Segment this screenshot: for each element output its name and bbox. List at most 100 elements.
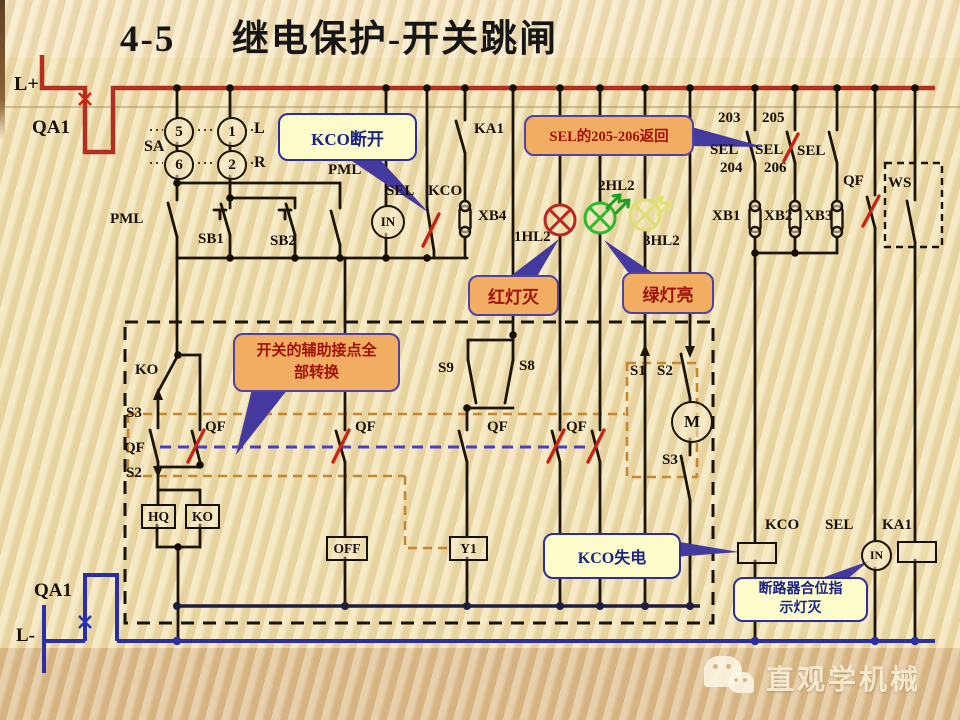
breaker-lamp-tail xyxy=(816,561,869,580)
sa-terminal-2: 2 xyxy=(217,150,247,180)
xb2-label: XB2 xyxy=(764,208,793,224)
callout-red-lamp-off: 红灯灭 xyxy=(468,275,559,316)
sel-205-206-slash xyxy=(782,132,800,163)
s1-label: S1 xyxy=(630,363,646,379)
xb4-fuse xyxy=(458,199,472,239)
s2-arrow-down xyxy=(153,466,163,478)
hl1-label: 1HL2 xyxy=(514,229,551,245)
xb4-label: XB4 xyxy=(478,208,507,224)
rail-dots xyxy=(173,602,694,610)
sa-left-label: L xyxy=(254,120,265,137)
ws-dashed-box xyxy=(883,161,944,249)
background-top-band xyxy=(0,0,960,58)
kco-deenergized-tail xyxy=(674,541,739,557)
sb2-label: SB2 xyxy=(270,233,296,249)
callout-sel-return: SEL的205-206返回 xyxy=(524,115,694,156)
background-bottom-band xyxy=(0,648,960,720)
xb3-fuse xyxy=(830,199,844,239)
xb2-fuse xyxy=(788,199,802,239)
t205-label: 205 xyxy=(762,110,785,126)
sel-bottom-label: SEL xyxy=(825,517,854,533)
watermark: 直观学机械 xyxy=(698,650,958,710)
callout-aux-contacts: 开关的辅助接点全部转换 xyxy=(233,333,400,392)
qf-left-label: QF xyxy=(124,440,145,456)
kco-open-tail xyxy=(340,153,429,213)
sel-return-tail xyxy=(688,126,764,147)
qf1-label: QF xyxy=(205,419,226,435)
title-text: 继电保护-开关跳闸 xyxy=(231,19,559,60)
kco-bottom-label: KCO xyxy=(765,517,800,533)
motor-circle: M xyxy=(671,401,713,443)
qa1-bottom-label: QA1 xyxy=(34,580,72,601)
junction-dots xyxy=(173,84,919,551)
wechat-bubble-small xyxy=(728,672,754,693)
pml-mid-label: PML xyxy=(328,162,362,178)
qf-slash-2 xyxy=(331,428,351,464)
callout-green-lamp-on: 绿灯亮 xyxy=(622,272,714,314)
sb1-label: SB1 xyxy=(198,231,224,247)
y1-box: Y1 xyxy=(449,536,488,561)
sa-terminal-1: 1 xyxy=(217,117,247,147)
qa1-top-label: QA1 xyxy=(32,117,70,138)
qf3-label: QF xyxy=(487,419,508,435)
pml-left-label: PML xyxy=(110,211,144,227)
s9-label: S9 xyxy=(438,360,454,376)
s3-arrow-up xyxy=(153,388,163,400)
lamp-1hl2 xyxy=(543,203,577,237)
xb3-label: XB3 xyxy=(804,208,833,224)
t206-label: 206 xyxy=(764,160,787,176)
sel-b-label: SEL xyxy=(755,142,784,158)
in-top-circle: IN xyxy=(371,205,405,239)
green-lamp-arrows xyxy=(605,193,631,215)
kco-contact-slash xyxy=(421,212,441,248)
t204-label: 204 xyxy=(720,160,743,176)
qf2-label: QF xyxy=(355,419,376,435)
ko-box: KO xyxy=(185,504,220,529)
red-lamp-tail xyxy=(508,239,559,278)
ka1-bottom-label: KA1 xyxy=(882,517,912,533)
qf-topright-label: QF xyxy=(843,173,864,189)
ka1-top-label: KA1 xyxy=(474,121,504,137)
qf-slash-1 xyxy=(186,428,206,464)
sa-label: SA xyxy=(144,138,165,155)
sel-a-label: SEL xyxy=(710,142,739,158)
watermark-text: 直观学机械 xyxy=(766,665,922,696)
callout-kco-deenergized: KCO失电 xyxy=(543,533,681,579)
hl3-label: 3HL2 xyxy=(643,233,680,249)
kco-coil xyxy=(737,542,777,564)
l-plus-label: L+ xyxy=(14,73,39,95)
s2-left-label: S2 xyxy=(126,465,142,481)
yellow-lamp-arrows xyxy=(647,195,673,217)
callout-tails xyxy=(236,126,869,580)
title-number: 4-5 xyxy=(120,19,176,60)
fuse-links xyxy=(458,199,844,239)
sa-terminal-6: 6 xyxy=(164,150,194,180)
negative-bus xyxy=(42,573,935,673)
lamp-2hl2 xyxy=(583,201,617,235)
off-box: OFF xyxy=(326,536,368,561)
ws-label: WS xyxy=(888,175,912,191)
s3-left-label: S3 xyxy=(126,405,142,421)
positive-bus xyxy=(39,55,935,155)
ko-label: KO xyxy=(135,362,159,378)
callout-kco-open: KCO断开 xyxy=(278,113,417,161)
t203-label: 203 xyxy=(718,110,741,126)
wechat-icon xyxy=(698,650,758,706)
xb1-label: XB1 xyxy=(712,208,741,224)
s2-mid-arrow-down xyxy=(685,346,695,358)
sa-right-label: R xyxy=(254,154,266,171)
ka1-coil xyxy=(897,541,937,563)
qa1-open-mark-top xyxy=(78,92,92,106)
l-minus-label: L- xyxy=(16,625,35,646)
hq-box: HQ xyxy=(141,504,176,529)
background-crease xyxy=(0,106,960,108)
sa-terminal-5: 5 xyxy=(164,117,194,147)
kco-top-label: KCO xyxy=(428,183,463,199)
s3-mid-label: S3 xyxy=(662,452,678,468)
callout-breaker-lamp-off: 断路器合位指示灯灭 xyxy=(733,577,868,622)
qf-slash-3 xyxy=(546,428,566,464)
page-edge xyxy=(0,0,5,140)
s8-label: S8 xyxy=(519,358,535,374)
